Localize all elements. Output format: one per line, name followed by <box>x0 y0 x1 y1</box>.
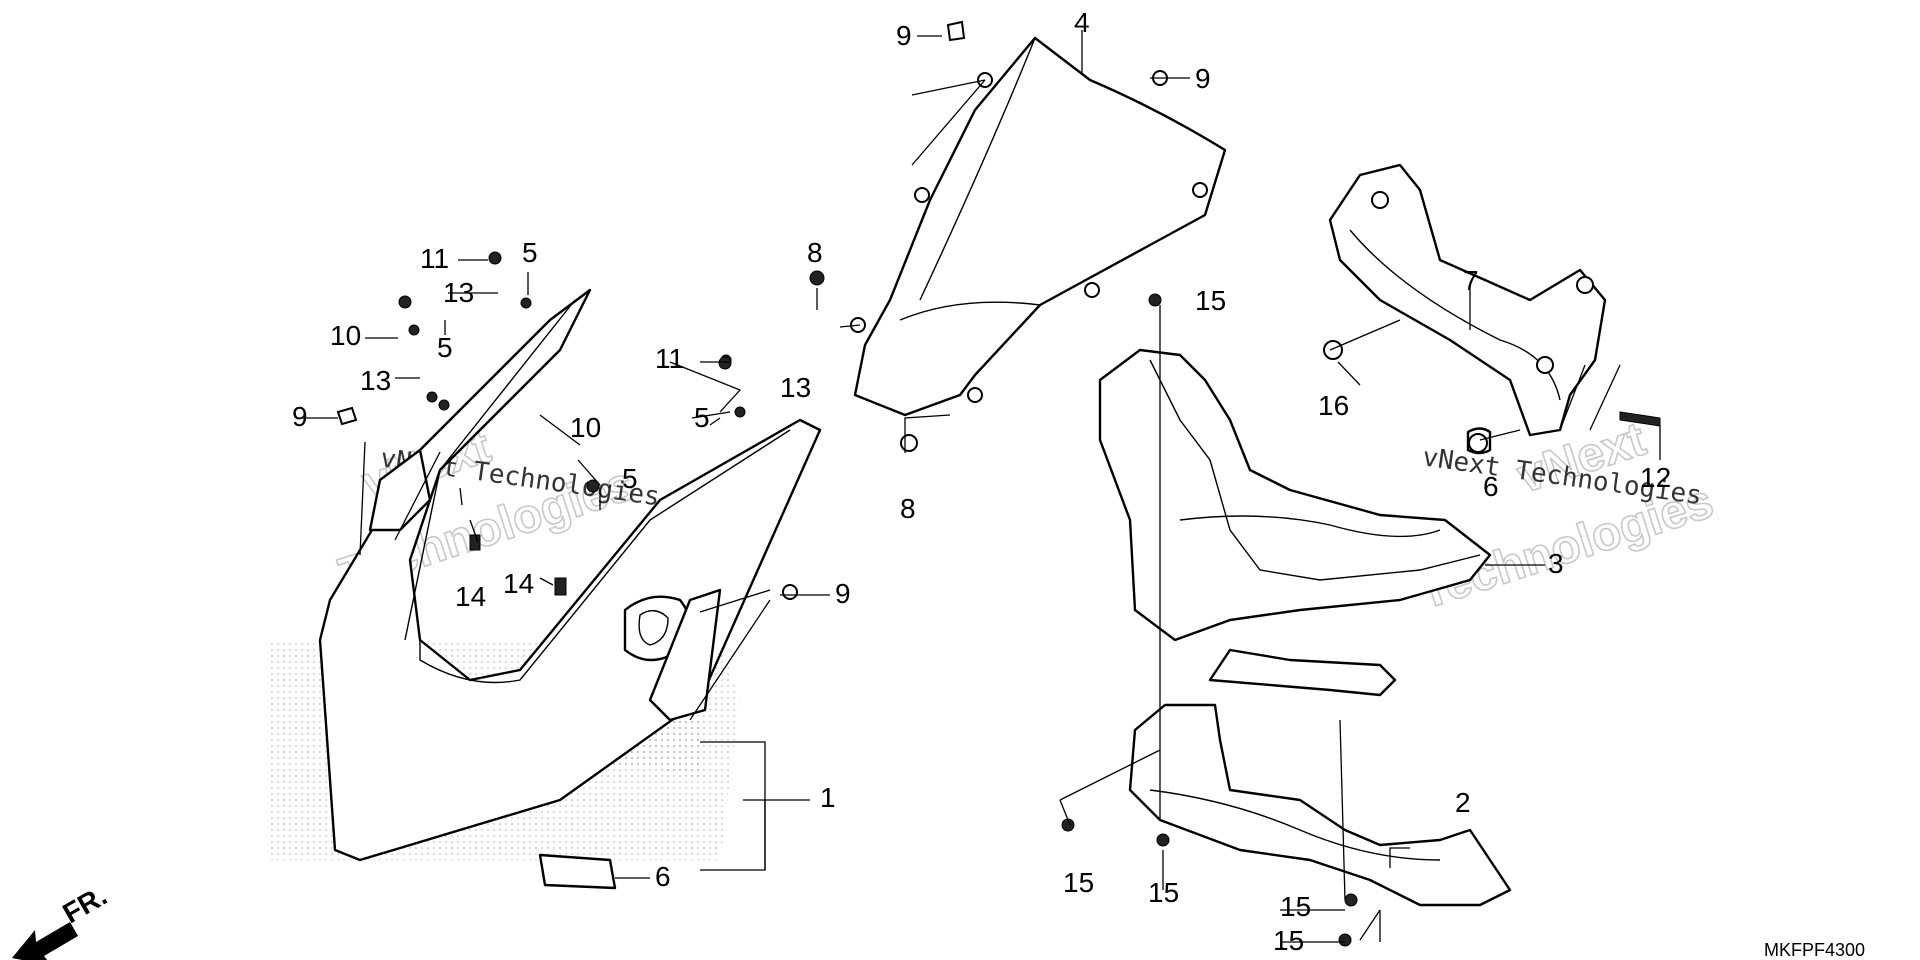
callout-13a: 13 <box>443 277 474 308</box>
callout-5d: 5 <box>622 463 638 494</box>
front-label: FR. <box>58 880 113 929</box>
callout-15a: 15 <box>1195 285 1226 316</box>
callout-12: 12 <box>1640 462 1671 493</box>
leader-lines <box>300 30 1661 943</box>
callout-15d: 15 <box>1280 891 1311 922</box>
callout-6a: 6 <box>655 861 671 892</box>
callout-9b: 9 <box>1195 63 1211 94</box>
part-1-front-cowl[interactable] <box>318 288 822 862</box>
callout-11a: 11 <box>420 243 449 274</box>
callout-1: 1 <box>820 782 836 813</box>
part-4-windscreen[interactable] <box>850 36 1227 417</box>
callout-11b: 11 <box>655 343 684 374</box>
callout-8b: 8 <box>900 493 916 524</box>
callout-7: 7 <box>1463 265 1479 296</box>
callout-9a: 9 <box>896 20 912 51</box>
callout-9d: 9 <box>835 578 851 609</box>
callout-6b: 6 <box>1483 471 1499 502</box>
fasteners <box>336 20 1661 947</box>
diagram-code: MKFPF4300 <box>1764 940 1865 960</box>
callout-9c: 9 <box>292 401 308 432</box>
callout-8a: 8 <box>807 237 823 268</box>
callout-10b: 10 <box>570 412 601 443</box>
callout-13c: 13 <box>780 372 811 403</box>
part-2-lower-inner-panel[interactable] <box>1128 703 1512 907</box>
callout-labels: 1 2 3 4 5 5 5 5 6 6 7 8 8 9 9 9 9 10 10 … <box>292 7 1671 956</box>
callout-13b: 13 <box>360 365 391 396</box>
part-3-inner-upper-cowl[interactable] <box>1098 348 1492 697</box>
callout-5b: 5 <box>437 332 453 363</box>
callout-2: 2 <box>1455 787 1471 818</box>
callout-5c: 5 <box>694 402 710 433</box>
part-6-pad-lower[interactable] <box>538 853 617 890</box>
callout-16: 16 <box>1318 390 1349 421</box>
part-7-stay-bracket[interactable] <box>1328 163 1607 437</box>
front-arrow-icon: FR. <box>12 880 112 960</box>
callout-15b: 15 <box>1063 867 1094 898</box>
callout-3: 3 <box>1548 548 1564 579</box>
callout-5a: 5 <box>522 237 538 268</box>
callout-15c: 15 <box>1148 877 1179 908</box>
callout-10a: 10 <box>330 320 361 351</box>
callout-14b: 14 <box>503 568 534 599</box>
callout-14a: 14 <box>455 581 486 612</box>
callout-4: 4 <box>1074 7 1090 38</box>
callout-15e: 15 <box>1273 925 1304 956</box>
